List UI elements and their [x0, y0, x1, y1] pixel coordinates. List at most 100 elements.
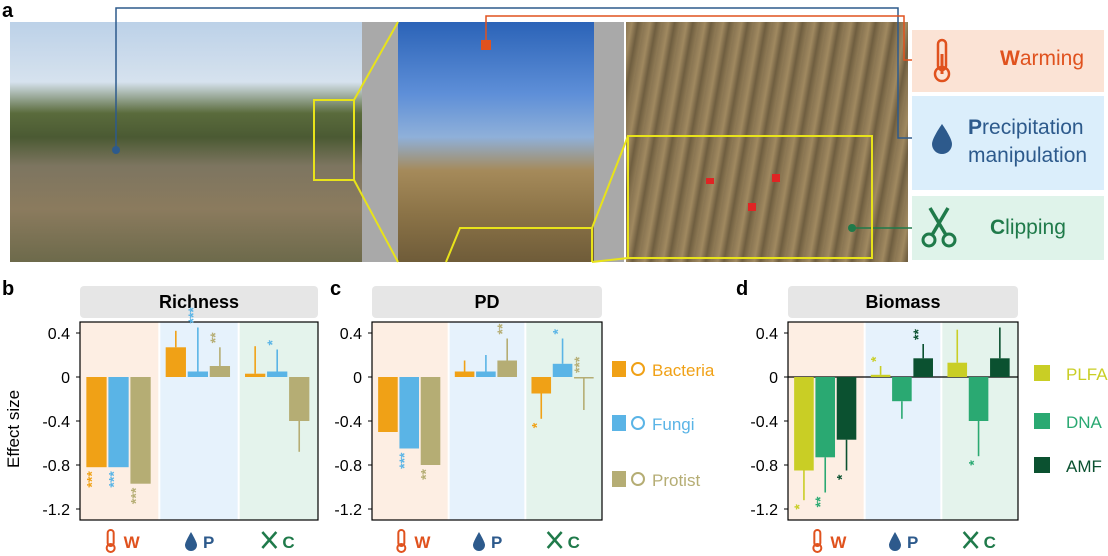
legend-label-amf: AMF	[1066, 457, 1102, 476]
thermometer-icon	[397, 529, 406, 547]
significance-label: *	[264, 340, 280, 346]
bar-dna-P	[892, 377, 912, 402]
y-tick-label: -1.2	[42, 502, 70, 519]
connector-lines	[112, 7, 912, 263]
significance-label: ***	[128, 487, 144, 504]
thermometer-icon	[106, 529, 115, 547]
bar-fungi-C	[267, 371, 288, 377]
x-label-P: P	[203, 533, 214, 552]
legend-label-fungi: Fungi	[652, 415, 695, 434]
legend-swatch-dna	[1034, 413, 1050, 429]
thermometer-icon	[813, 529, 822, 547]
legend-label-protist: Protist	[652, 471, 700, 490]
clipping-legend-box	[912, 196, 1104, 260]
bar-bacteria-P	[165, 347, 186, 377]
thermometer-icon	[396, 543, 407, 553]
legend-swatch-bacteria	[612, 361, 626, 377]
panel-letter-d: d	[736, 278, 749, 300]
bar-fungi-P	[476, 371, 496, 377]
significance-label: **	[812, 496, 828, 507]
significance-label: **	[494, 323, 510, 334]
y-tick-label: -0.8	[750, 458, 778, 475]
bar-bacteria-C	[245, 373, 266, 377]
bar-protist-W	[130, 377, 151, 484]
x-label-W: W	[124, 533, 141, 552]
x-label-C: C	[984, 533, 996, 552]
bar-bacteria-C	[531, 377, 552, 394]
x-label-P: P	[491, 533, 502, 552]
significance-label: ***	[571, 356, 587, 373]
thermometer-icon	[105, 543, 116, 553]
treatment-bg-P	[864, 322, 942, 520]
y-tick-label: -0.4	[42, 414, 70, 431]
x-label-C: C	[568, 533, 580, 552]
y-tick-label: 0.4	[48, 326, 70, 343]
x-label-C: C	[282, 533, 294, 552]
bar-fungi-P	[187, 371, 208, 377]
treatment-bg-P	[448, 322, 526, 520]
scissors-icon	[962, 531, 979, 549]
significance-label: *	[966, 460, 982, 466]
significance-label: ***	[185, 307, 201, 324]
water-drop-icon	[932, 124, 952, 154]
bar-bacteria-W	[378, 377, 398, 432]
significance-label: *	[791, 504, 807, 510]
bar-protist-P	[209, 366, 231, 377]
significance-label: ***	[106, 471, 122, 488]
water-drop-icon	[473, 532, 485, 551]
warming-label: Warming	[1000, 47, 1084, 71]
field-site-photo	[10, 22, 362, 262]
scissors-icon	[546, 531, 563, 549]
bar-dna-C	[968, 377, 989, 421]
rain-shelter-photo	[398, 22, 594, 262]
bar-dna-W	[815, 377, 836, 458]
water-drop-icon	[185, 532, 197, 551]
y-tick-label: -0.4	[750, 414, 778, 431]
y-tick-label: -0.8	[42, 458, 70, 475]
clipped-plot-photo	[626, 22, 908, 262]
warming-initial: W	[1000, 47, 1020, 70]
significance-label: **	[418, 468, 434, 479]
bar-protist-P	[497, 360, 517, 377]
bar-fungi-C	[552, 363, 573, 377]
panel-letter-c: c	[330, 278, 342, 300]
bar-protist-C	[289, 377, 310, 421]
significance-label: *	[550, 329, 566, 335]
clipping-label: Clipping	[990, 216, 1066, 240]
thermometer-icon	[812, 543, 823, 553]
fungi-icon	[631, 416, 645, 430]
water-drop-icon	[889, 532, 901, 551]
precipitation-initial: P	[968, 116, 983, 139]
thermometer-icon	[933, 38, 951, 83]
biomass-strip: Biomass	[788, 286, 1018, 318]
bar-fungi-W	[399, 377, 420, 449]
legend-label-plfa: PLFA	[1066, 365, 1108, 384]
bar-amf-W	[836, 377, 857, 440]
significance-label: ***	[396, 452, 412, 469]
bar-plfa-P	[870, 374, 891, 377]
clipping-rest: lipping	[1005, 216, 1066, 239]
treatment-bg-C	[525, 322, 602, 520]
panel-letter-a: a	[2, 0, 14, 22]
bar-plfa-C	[947, 362, 968, 377]
bar-plfa-W	[794, 377, 814, 471]
precipitation-label-line2: manipulation	[968, 144, 1088, 167]
richness-strip: Richness	[80, 286, 318, 318]
legend-swatch-plfa	[1034, 365, 1050, 381]
y-tick-label: 0	[61, 370, 70, 387]
precipitation-label: Precipitation	[968, 116, 1084, 140]
x-label-W: W	[830, 533, 847, 552]
y-tick-label: -0.4	[334, 414, 362, 431]
significance-label: **	[207, 332, 223, 343]
panel-letter-b: b	[2, 278, 15, 300]
y-tick-label: -1.2	[750, 502, 778, 519]
bar-protist-W	[420, 377, 441, 465]
significance-label: ***	[83, 471, 99, 488]
significance-label: *	[868, 356, 884, 362]
precipitation-rest: recipitation	[982, 116, 1084, 139]
legend-swatch-fungi	[612, 415, 626, 431]
y-tick-label: -1.2	[334, 502, 362, 519]
scissors-icon	[921, 207, 957, 248]
legend-label-dna: DNA	[1066, 413, 1103, 432]
